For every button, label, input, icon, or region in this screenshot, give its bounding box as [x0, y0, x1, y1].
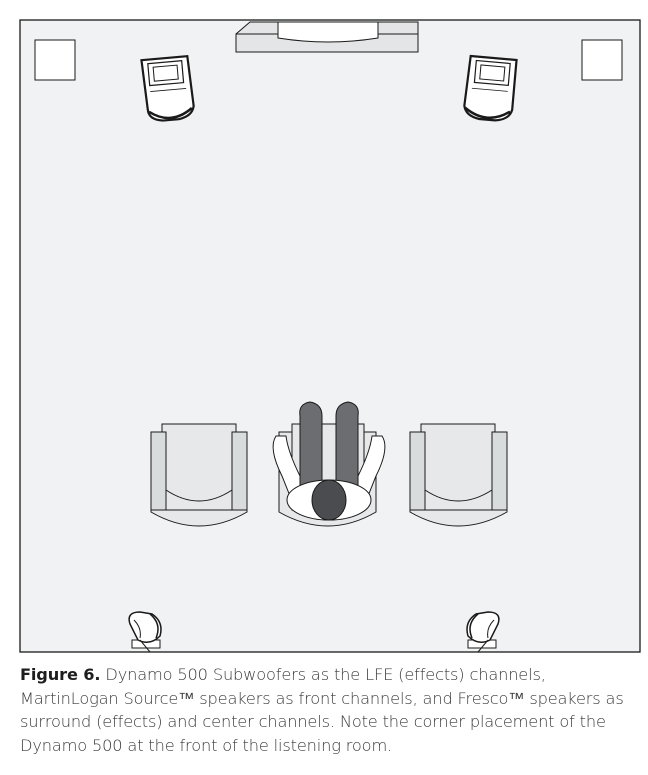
chair-right: [409, 423, 508, 527]
room-floor: [19, 19, 641, 653]
center-channel-speaker: [277, 21, 379, 43]
figure-label: Figure 6.: [20, 665, 101, 684]
listener-head: [311, 479, 347, 521]
front-right-speaker: [463, 54, 518, 122]
listener-right-leg: [335, 401, 359, 489]
subwoofer-front-right: [581, 39, 623, 81]
room-diagram: [19, 19, 641, 653]
surround-left-speaker: [128, 611, 162, 653]
figure-caption: Figure 6. Dynamo 500 Subwoofers as the L…: [20, 663, 642, 757]
figure-caption-text: Dynamo 500 Subwoofers as the LFE (effect…: [20, 665, 624, 755]
front-left-speaker: [140, 55, 195, 122]
media-console: [235, 21, 419, 53]
chair-left: [150, 423, 248, 527]
seated-listener: [272, 401, 386, 521]
subwoofer-front-left: [34, 39, 76, 81]
surround-right-speaker: [466, 611, 500, 653]
listener-left-leg: [299, 401, 323, 489]
